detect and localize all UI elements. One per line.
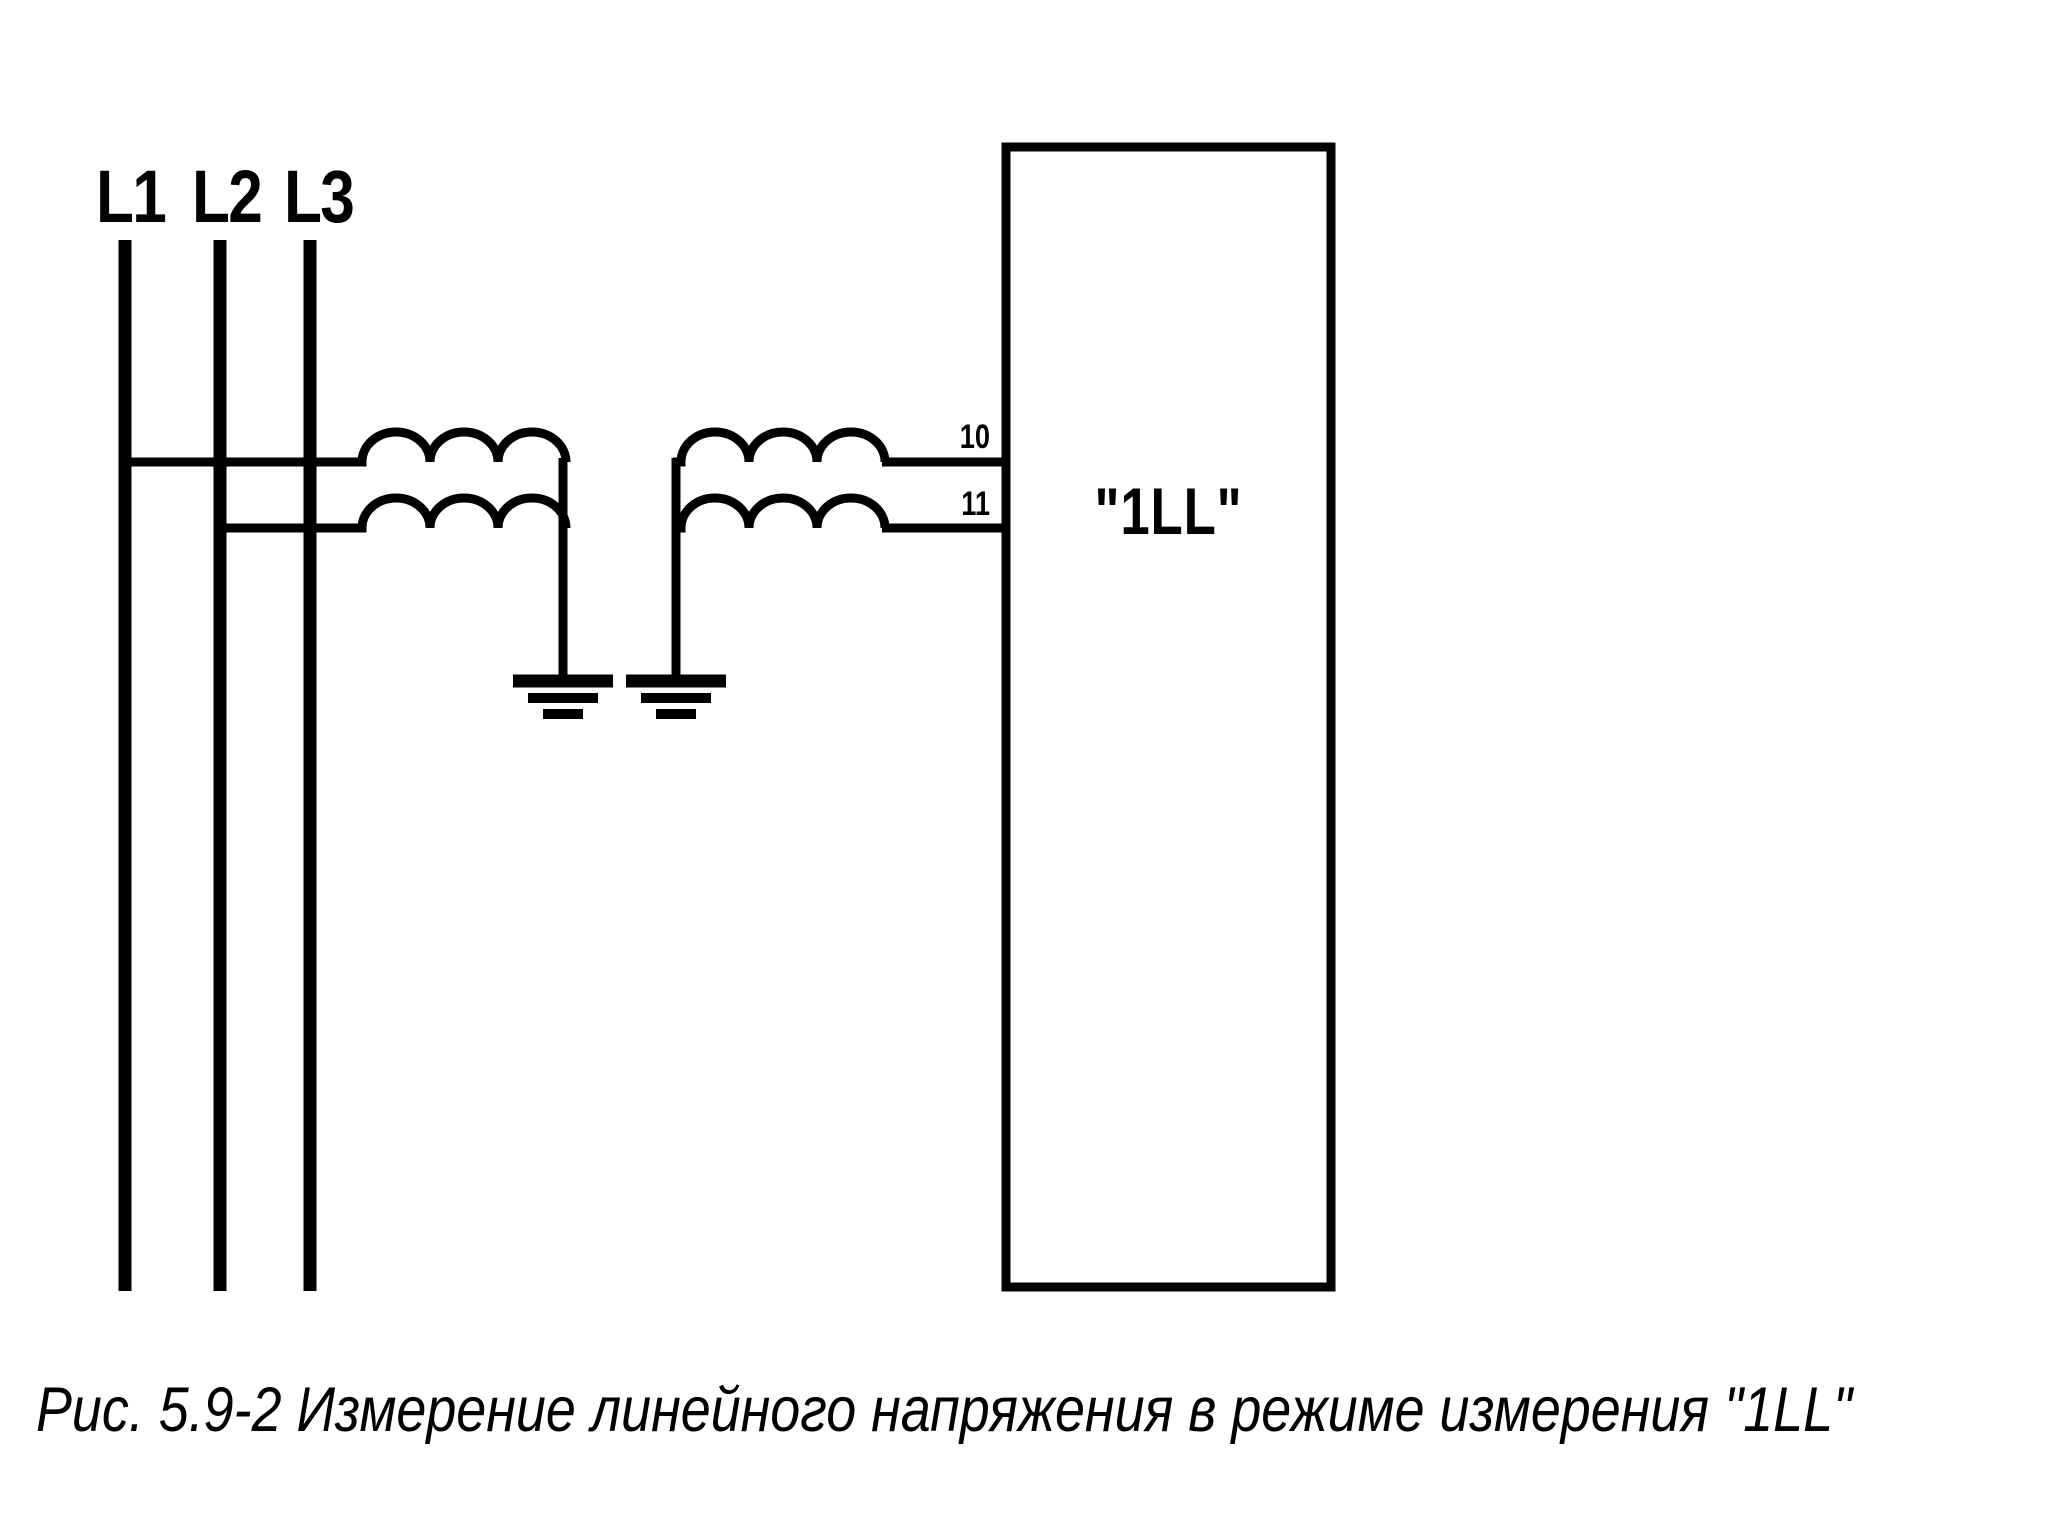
tap-wire-group: [122, 457, 357, 533]
secondary-winding-group: [671, 427, 890, 680]
phase-bus-group: [118, 240, 317, 1291]
terminal-label-11: 11: [961, 485, 990, 523]
device-label: "1LL": [1094, 474, 1243, 548]
phase-label-l2: L2: [192, 155, 263, 238]
primary-winding-group: [357, 427, 571, 680]
terminal-label-10: 10: [959, 418, 990, 456]
measuring-device-box: [1001, 142, 1336, 1292]
phase-label-l1: L1: [96, 155, 167, 238]
primary-earth-symbol: [513, 674, 613, 719]
secondary-earth-symbol: [626, 674, 726, 719]
figure-caption: Рис. 5.9-2 Измерение линейного напряжени…: [36, 1375, 1853, 1445]
primary-winding-upper: [357, 427, 571, 467]
secondary-winding-lower: [673, 493, 890, 533]
phase-label-l3: L3: [284, 155, 355, 238]
primary-winding-lower: [357, 493, 571, 533]
output-wire-group: [882, 457, 1006, 533]
secondary-winding-upper: [673, 427, 890, 467]
